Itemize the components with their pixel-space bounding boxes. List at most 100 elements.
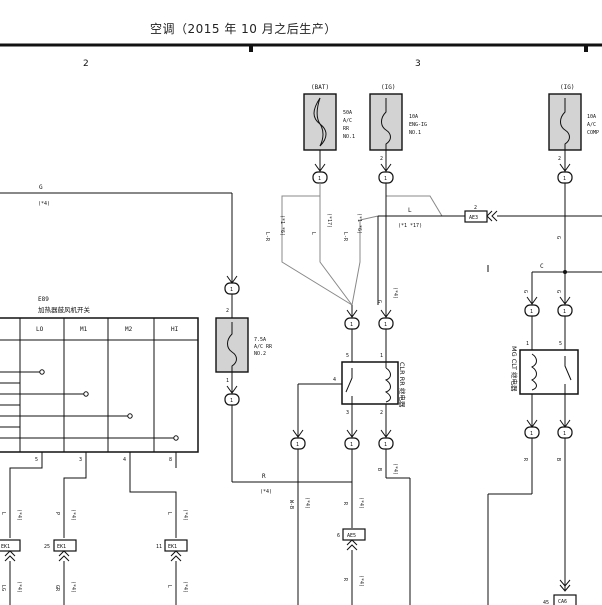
switch-table [0,317,199,453]
fuse-label-ig1-2: ENG-IG [409,122,427,128]
page-title: 空调（2015 年 10 月之后生产） [150,22,337,36]
diagram-label: 45 [543,600,549,605]
wire [9,452,43,538]
diagram-label: 25 [44,544,50,550]
diagram-label: 2 [380,156,383,162]
section-divider-left [249,44,253,52]
section-divider-right [584,44,588,52]
wire [559,163,571,172]
diagram-label: L [310,232,316,235]
diagram-label: G [376,300,382,303]
fuse-label-bat-4: NO.1 [343,134,355,140]
wire [58,550,70,562]
diagram-label: G [555,236,561,239]
diagram-shape [39,369,45,375]
diagram-label: 1 [563,309,566,315]
diagram-label: AE3 [469,215,478,221]
wire [281,183,353,306]
wire [564,356,572,394]
diagram-label: (*4) [392,463,398,475]
wire [386,195,465,217]
diagram-label: 3 [346,410,349,416]
wire [129,452,177,538]
diagram-label: 5 [559,341,562,347]
diagram-label: 1 [230,287,233,293]
diagram-label: 1 [526,341,529,347]
diagram-label: (*4) [358,497,364,509]
diagram-label: 6 [337,533,340,539]
diagram-label: (*17) [326,213,332,228]
diagram-label: EK1 [168,544,177,550]
wire [346,539,358,551]
diagram-label: B [555,458,561,461]
diagram-label: R [522,458,528,462]
wire [380,309,392,318]
diagram-label: (*4) [392,287,398,299]
diagram-label: L-R [342,232,348,242]
wire [486,210,498,222]
fuse-symbol-ig1 [381,98,391,150]
diagram-label: 4 [123,457,126,463]
diagram-label: 1 [530,431,533,437]
diagram-label: 1 [563,431,566,437]
diagram-label: (*4) [70,581,76,593]
diagram-label: L [166,585,172,588]
diagram-label: 1 [230,398,233,404]
switch-col-m2: M2 [125,326,133,333]
wire [380,429,392,438]
diagram-label: G [555,290,561,293]
diagram-label: 4 [333,377,336,383]
wire [170,550,182,562]
diagram-label: C [540,263,544,270]
diagram-label: 1 [530,309,533,315]
diagram-label: CA6 [558,599,567,605]
wire [319,196,353,306]
diagram-label: 8 [169,457,172,463]
diagram-label: 11 [156,544,162,550]
diagram-shape [127,413,133,419]
diagram-label: 3 [79,457,82,463]
diagram-label: 2 [226,308,229,314]
diagram-label: G [39,184,43,191]
fuse-label-bat-3: RR [343,126,350,132]
diagram-label: (*4) [260,489,272,495]
wire [63,452,87,538]
section-number-2: 2 [83,59,89,69]
diagram-label: (*4) [16,581,22,593]
diagram-label: (*4) [16,509,22,521]
diagram-label: EK1 [1,544,10,550]
diagram-label: G [522,290,528,293]
connector-ek1 [0,539,21,552]
diagram-label: (*4) [304,497,310,509]
wire [346,309,358,318]
fuse-supply-bat: (BAT) [311,84,329,91]
relay-coil-mg [531,353,537,391]
connector-ek1 [53,539,77,552]
wire [351,215,379,306]
diagram-label: R [342,502,348,506]
wire [345,368,353,404]
diagram-label: 1 [384,176,387,182]
diagram-label: 2 [380,410,383,416]
wire [346,429,358,438]
relay-coil-clr [384,367,391,403]
wire [380,163,392,172]
diagram-label: (*1 *17) [398,223,422,229]
diagram-label: (*4) [38,201,50,207]
wire [526,296,538,305]
fuse-supply-ig1: (IG) [381,84,395,91]
diagram-label: P [54,512,60,515]
diagram-label: (*4) [182,509,188,521]
diagram-label: 1 [384,442,387,448]
diagram-label: L [408,207,412,214]
diagram-label: L [0,512,6,515]
diagram-label: L-R [264,232,270,242]
diagram-label: (*1 *6) [279,215,285,236]
diagram-shape [83,391,89,397]
fuse-symbol-ig2 [560,98,570,150]
diagram-label: 5 [35,457,38,463]
diagram-label: (*4) [70,509,76,521]
fuse-label-ig2-3: COMP [587,130,599,136]
